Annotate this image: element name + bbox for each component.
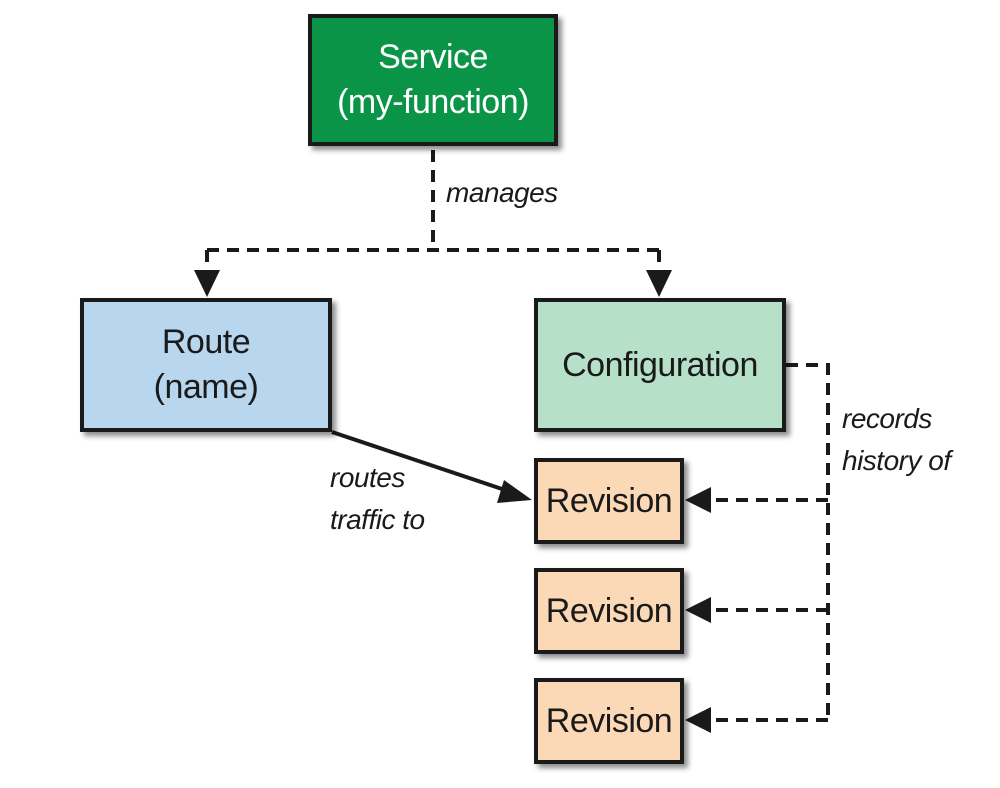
records-history-label: records history of <box>842 398 951 482</box>
revision-2-arrowhead <box>685 597 711 623</box>
records-history-edge <box>786 363 830 720</box>
routes-traffic-label: routes traffic to <box>330 457 425 541</box>
configuration-arrowhead <box>646 270 672 297</box>
routes-traffic-label-line2: traffic to <box>330 504 425 535</box>
revision-node: Revision <box>534 678 684 764</box>
revision-3-arrowhead <box>685 707 711 733</box>
configuration-title: Configuration <box>562 345 758 384</box>
configuration-node: Configuration <box>534 298 786 432</box>
records-history-label-line1: records <box>842 403 932 434</box>
route-node: Route (name) <box>80 298 332 432</box>
route-subtitle: (name) <box>153 368 259 406</box>
revision-label: Revision <box>545 591 673 630</box>
manages-label: manages <box>446 172 558 214</box>
routes-traffic-arrowhead <box>497 480 532 503</box>
revision-node: Revision <box>534 568 684 654</box>
service-title: Service <box>378 38 488 77</box>
routes-traffic-label-line1: routes <box>330 462 405 493</box>
service-subtitle: (my-function) <box>337 83 529 121</box>
service-node: Service (my-function) <box>308 14 558 146</box>
revision-label: Revision <box>545 481 673 520</box>
route-title: Route <box>161 323 251 362</box>
manages-label-text: manages <box>446 177 558 208</box>
route-arrowhead <box>194 270 220 297</box>
records-history-label-line2: history of <box>842 445 951 476</box>
revision-1-arrowhead <box>685 487 711 513</box>
routes-traffic-edge <box>331 430 509 493</box>
revision-node: Revision <box>534 458 684 544</box>
revision-label: Revision <box>545 701 673 740</box>
